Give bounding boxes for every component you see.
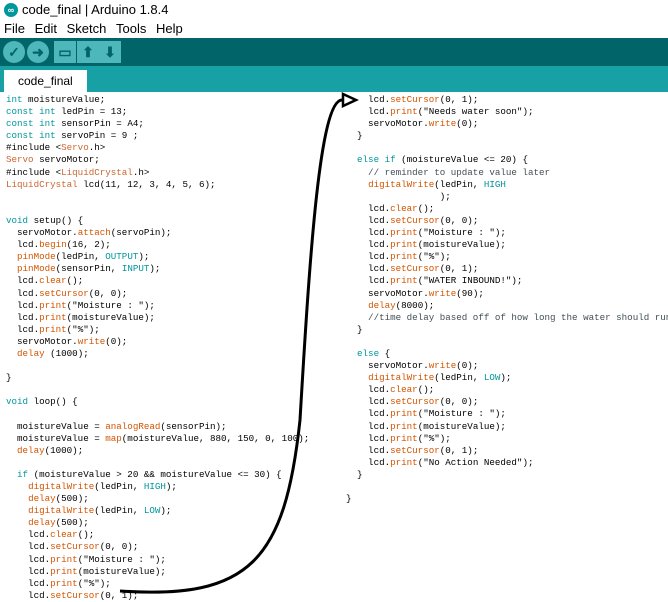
code-right-line: lcd.setCursor(0, 1); [346, 263, 479, 275]
code-left-line: digitalWrite(ledPin, HIGH); [28, 481, 177, 492]
arduino-logo-icon: ∞ [4, 3, 18, 17]
code-left-line: lcd.setCursor(0, 0); [6, 287, 128, 299]
title-bar: ∞ code_final | Arduino 1.8.4 [0, 0, 668, 20]
code-right-line: lcd.clear(); [346, 202, 435, 214]
new-file-icon: ▭ [58, 43, 72, 60]
code-column-right: lcd.setCursor(0, 1); lcd.print("Needs wa… [346, 94, 668, 505]
code-right-line: else { [357, 347, 391, 359]
code-left-line: delay (1000); [17, 347, 89, 359]
annotation-arrow-head [341, 92, 359, 108]
code-left-line: moistureValue = map(moistureValue, 880, … [6, 432, 310, 444]
code-left-line: const int ledPin = 13; [6, 106, 128, 118]
code-left-line: lcd.setCursor(0, 1); [6, 589, 139, 601]
code-right-line: lcd.print("%"); [346, 432, 451, 444]
code-column-left: int moistureValue;const int ledPin = 13;… [6, 94, 309, 602]
menu-file[interactable]: File [4, 21, 25, 36]
code-left-line: const int servoPin = 9 ; [6, 130, 139, 142]
menu-bar: File Edit Sketch Tools Help [0, 20, 668, 38]
code-left-line: lcd.begin(16, 2); [6, 239, 111, 251]
code-right-line: } [346, 130, 363, 142]
menu-edit[interactable]: Edit [34, 21, 57, 36]
window-title: code_final | Arduino 1.8.4 [22, 2, 169, 17]
code-right-line: lcd.setCursor(0, 0); [346, 396, 479, 408]
code-right-line: lcd.setCursor(0, 1); [346, 444, 479, 456]
code-left-line: delay(1000); [17, 444, 84, 456]
annotation-arrow-curve [119, 98, 343, 594]
code-right-line: lcd.print(moistureValue); [346, 239, 506, 251]
code-left-line: int moistureValue; [6, 94, 106, 105]
code-right-line: lcd.print("Needs water soon"); [346, 106, 534, 118]
code-right-line: // reminder to update value later [346, 166, 550, 178]
new-button[interactable]: ▭ [54, 41, 76, 63]
menu-sketch[interactable]: Sketch [66, 21, 107, 36]
code-right-line: lcd.print("%"); [346, 251, 451, 263]
code-left-line: const int sensorPin = A4; [6, 118, 144, 130]
code-left-line: servoMotor.attach(servoPin); [6, 227, 172, 239]
code-right-line: lcd.print("Moisture : "); [346, 227, 506, 239]
code-right-line: ); [346, 190, 451, 202]
code-left-line: void setup() { [6, 214, 84, 226]
upload-button[interactable]: ➜ [27, 41, 49, 63]
code-left-line: } [6, 372, 12, 384]
menu-tools[interactable]: Tools [115, 21, 147, 36]
code-left-line: digitalWrite(ledPin, LOW); [28, 505, 172, 517]
code-right-line: else if (moistureValue <= 20) { [357, 154, 528, 166]
code-left-line: #include <LiquidCrystal.h> [6, 166, 150, 178]
code-right-line: } [346, 493, 352, 505]
code-left-line: moistureValue = analogRead(sensorPin); [6, 420, 227, 432]
code-right-line: lcd.print(moistureValue); [346, 420, 506, 432]
code-left-line: lcd.print("Moisture : "); [6, 299, 155, 311]
code-right-line: lcd.print("Moisture : "); [346, 408, 506, 420]
code-right-line: lcd.setCursor(0, 1); [346, 94, 479, 105]
code-left-line: void loop() { [6, 396, 78, 408]
code-left-line: delay(500); [28, 493, 89, 505]
arrow-right-icon: ➜ [32, 43, 44, 60]
code-right-line: lcd.print("No Action Needed"); [346, 456, 534, 468]
code-editor[interactable] [0, 92, 668, 600]
code-right-line: } [346, 323, 363, 335]
code-left-line: pinMode(sensorPin, INPUT); [17, 263, 161, 275]
check-icon: ✓ [8, 43, 20, 60]
save-button[interactable]: ⬇ [99, 41, 121, 63]
code-left-line: lcd.setCursor(0, 0); [6, 541, 139, 553]
code-left-line: pinMode(ledPin, OUTPUT); [17, 251, 150, 263]
tab-strip: code_final [0, 66, 668, 92]
verify-button[interactable]: ✓ [3, 41, 25, 63]
toolbar: ✓ ➜ ▭ ⬆ ⬇ [0, 38, 668, 66]
arrow-up-icon: ⬆ [82, 43, 94, 60]
code-left-line: servoMotor.write(0); [6, 335, 128, 347]
code-right-line: } [346, 468, 363, 480]
code-left-line: lcd.clear(); [6, 275, 84, 287]
code-right-line: servoMotor.write(0); [346, 360, 479, 372]
code-right-line: digitalWrite(ledPin, HIGH [368, 178, 506, 190]
code-left-line: #include <Servo.h> [6, 142, 106, 154]
code-left-line: if (moistureValue > 20 && moistureValue … [17, 468, 282, 480]
code-right-line: delay(8000); [368, 299, 435, 311]
code-left-line: lcd.print("%"); [6, 323, 100, 335]
code-right-line: lcd.setCursor(0, 0); [346, 214, 479, 226]
code-left-line: delay(500); [28, 517, 89, 529]
open-button[interactable]: ⬆ [77, 41, 99, 63]
code-left-line: lcd.print(moistureValue); [6, 565, 166, 577]
code-left-line: lcd.print(moistureValue); [6, 311, 155, 323]
code-right-line: lcd.print("WATER INBOUND!"); [346, 275, 523, 287]
code-left-line: LiquidCrystal lcd(11, 12, 3, 4, 5, 6); [6, 178, 216, 190]
code-right-line: //time delay based off of how long the w… [346, 311, 668, 323]
code-right-line: digitalWrite(ledPin, LOW); [368, 372, 512, 384]
code-left-line: Servo servoMotor; [6, 154, 100, 166]
code-right-line: servoMotor.write(0); [346, 118, 479, 130]
code-left-line: lcd.print("%"); [6, 577, 111, 589]
code-left-line: lcd.clear(); [6, 529, 95, 541]
code-left-line: lcd.print("Moisture : "); [6, 553, 166, 565]
arrow-down-icon: ⬇ [104, 43, 116, 60]
menu-help[interactable]: Help [155, 21, 183, 36]
tab-code-final[interactable]: code_final [4, 70, 87, 92]
code-right-line: servoMotor.write(90); [346, 287, 484, 299]
code-right-line: lcd.clear(); [346, 384, 435, 396]
